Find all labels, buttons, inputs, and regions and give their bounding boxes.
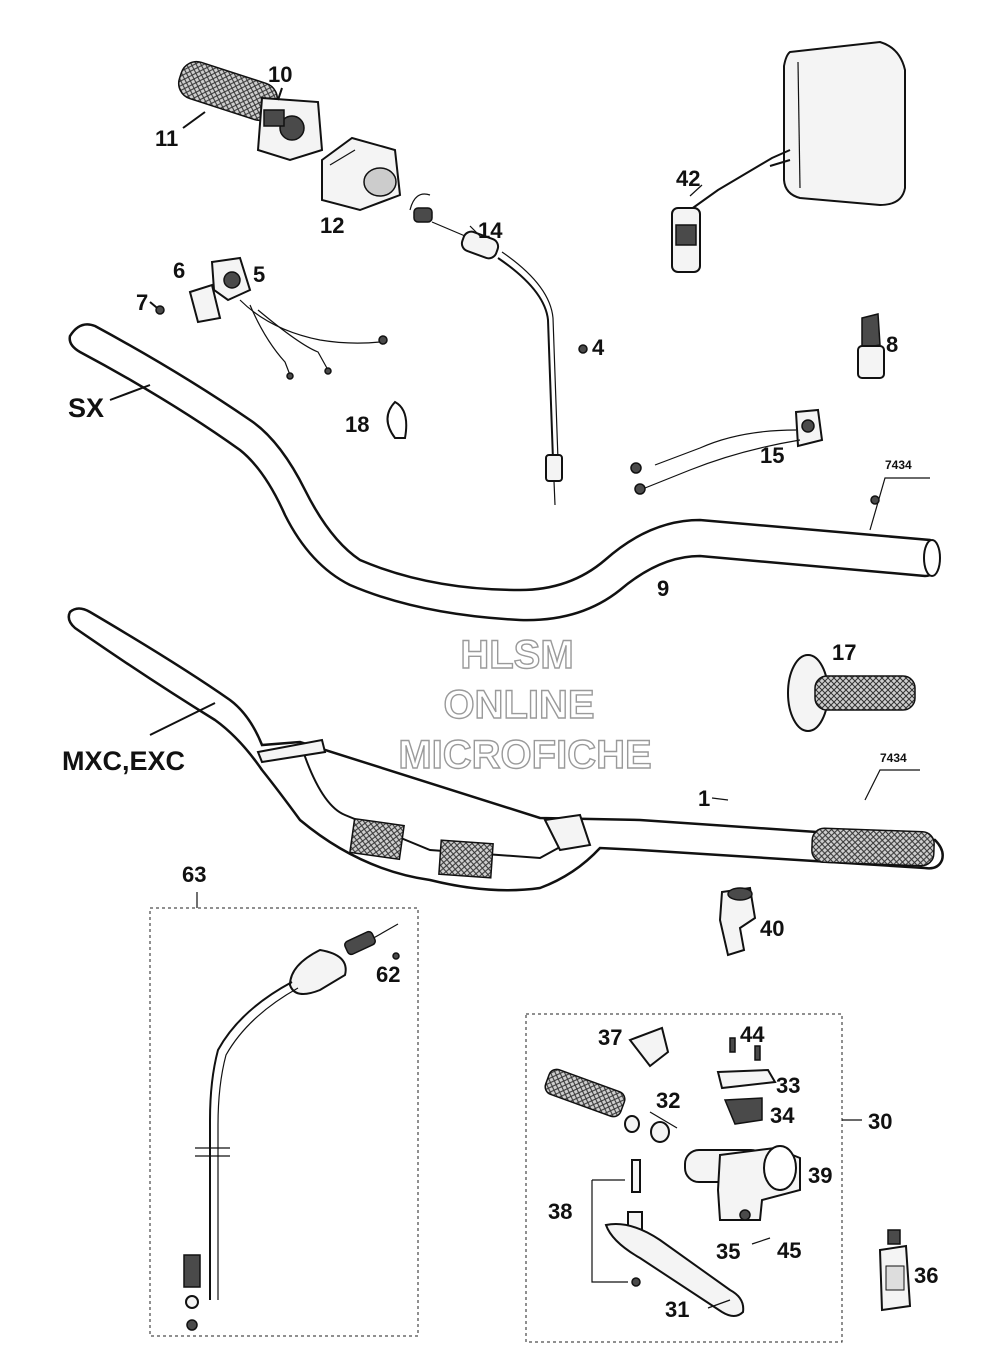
- callout-11: 11: [155, 126, 178, 151]
- cap: [857, 313, 885, 379]
- callout-17: 17: [832, 640, 856, 665]
- callout-45: 45: [777, 1238, 801, 1263]
- ref-7434-lower: 7434: [880, 751, 907, 765]
- switch-15: [630, 408, 824, 495]
- leader-sx: [109, 384, 151, 401]
- callout-39: 39: [808, 1163, 832, 1188]
- callout-62: 62: [376, 962, 400, 987]
- callout-38: 38: [548, 1199, 572, 1224]
- callout-35: 35: [716, 1239, 740, 1264]
- callout-33: 33: [776, 1073, 800, 1098]
- clamp: [718, 886, 757, 957]
- leader-14: [469, 225, 481, 237]
- callout-32: 32: [656, 1088, 680, 1113]
- callout-63: 63: [182, 862, 206, 887]
- leader-11: [182, 111, 206, 129]
- callout-31: 31: [665, 1297, 689, 1322]
- leader-10: [277, 87, 283, 101]
- callout-34: 34: [770, 1103, 795, 1128]
- callout-15: 15: [760, 443, 784, 468]
- callout-14: 14: [478, 218, 503, 243]
- callout-44: 44: [740, 1022, 765, 1047]
- callout-40: 40: [760, 916, 784, 941]
- handlebar-mxc: [67, 607, 944, 892]
- callout-6: 6: [173, 258, 185, 283]
- throttle-cover: [321, 136, 402, 212]
- callout-5: 5: [253, 262, 265, 287]
- nut: [578, 344, 588, 354]
- callout-42: 42: [676, 166, 700, 191]
- callout-12: 12: [320, 213, 344, 238]
- throttle-cable: [431, 221, 563, 506]
- leader-mxc: [149, 702, 216, 736]
- watermark-line-3: MICROFICHE: [398, 733, 651, 777]
- callout-37: 37: [598, 1025, 622, 1050]
- watermark-line-1: HLSM: [460, 633, 573, 677]
- throttle-grip-assembly: [177, 60, 324, 162]
- callout-1: 1: [698, 786, 710, 811]
- cable-kit: [149, 892, 419, 1337]
- watermark-line-2: ONLINE: [443, 683, 594, 727]
- fluid-bottle: [878, 1229, 912, 1312]
- callout-18: 18: [345, 412, 369, 437]
- leader-ref-upper: [869, 477, 930, 531]
- cable-nipple: [409, 193, 433, 223]
- callout-4: 4: [592, 335, 605, 360]
- leader-1: [711, 797, 729, 801]
- callout-9: 9: [657, 576, 669, 601]
- clip: [386, 400, 408, 439]
- mirror: [671, 40, 906, 273]
- kill-switch: [188, 256, 388, 380]
- leader-ref-lower: [864, 769, 920, 801]
- callout-8: 8: [886, 332, 898, 357]
- callout-30: 30: [868, 1109, 892, 1134]
- grip: [787, 654, 916, 732]
- ref-7434-upper: 7434: [885, 458, 912, 472]
- handlebar-sx: [68, 323, 941, 622]
- model-label-sx: SX: [68, 393, 104, 423]
- clutch-lever-assembly: [525, 1013, 862, 1343]
- callout-10: 10: [268, 62, 292, 87]
- callout-7: 7: [136, 290, 148, 315]
- callout-36: 36: [914, 1263, 938, 1288]
- model-label-mxc-exc: MXC,EXC: [62, 746, 185, 776]
- screw: [149, 301, 165, 315]
- leader-42: [689, 184, 703, 197]
